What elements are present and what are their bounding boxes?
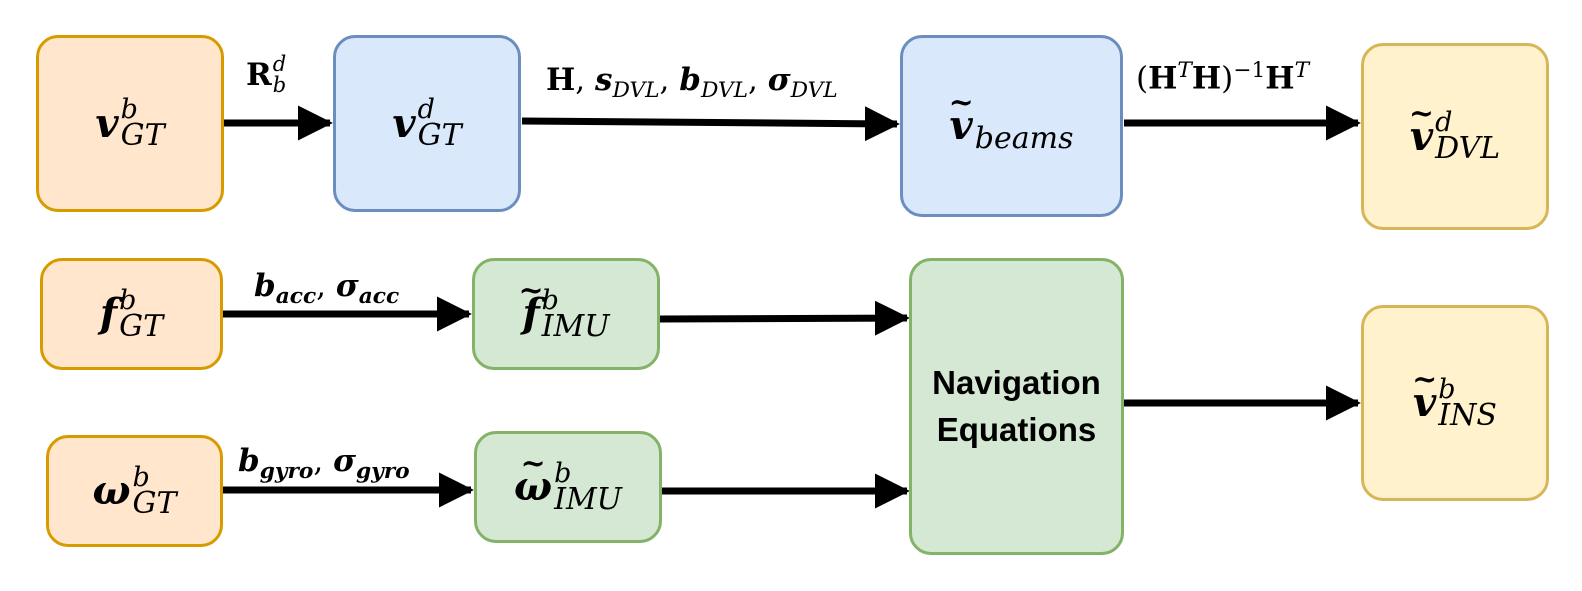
nav-eq-line1: Navigation xyxy=(932,364,1101,402)
nav-eq-line2: Equations xyxy=(936,410,1097,448)
node-v-beams: v beams xyxy=(900,35,1123,217)
arrow-vgtd-to-beams xyxy=(521,106,900,142)
arrow-fimu-to-nav xyxy=(659,300,910,336)
label-least-squares: (HTH)−1HT xyxy=(1136,58,1310,97)
label-gyro-parameters: bgyro, σgyro xyxy=(238,443,410,485)
node-navigation-equations: Navigation Equations xyxy=(909,258,1124,555)
label-acc-parameters: bacc, σacc xyxy=(254,268,400,310)
label-rotation-matrix: R d b xyxy=(246,52,287,97)
label-beam-parameters: H, sDVL, bDVL, σDVL xyxy=(546,62,838,104)
